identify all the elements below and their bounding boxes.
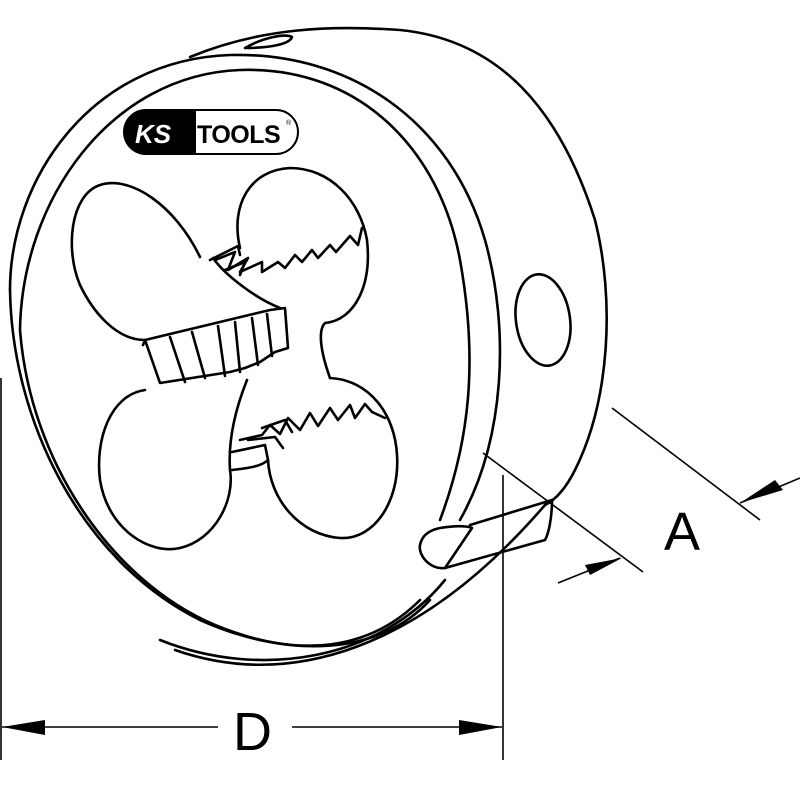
- dimension-d: D: [0, 378, 504, 762]
- dimension-label-a: A: [664, 502, 700, 562]
- die-body: [8, 26, 608, 666]
- dimension-a: A: [482, 407, 800, 584]
- logo-ks-text: KS: [135, 119, 172, 149]
- logo-tools-text: TOOLS: [197, 121, 280, 149]
- adjustment-slot: [418, 498, 554, 570]
- chip-holes: [70, 166, 399, 551]
- side-hole: [514, 272, 572, 368]
- logo-registered-mark: ®: [286, 119, 292, 127]
- brand-logo: KS TOOLS ®: [123, 109, 299, 155]
- dimension-label-d: D: [233, 702, 272, 762]
- thread-teeth: [143, 226, 387, 462]
